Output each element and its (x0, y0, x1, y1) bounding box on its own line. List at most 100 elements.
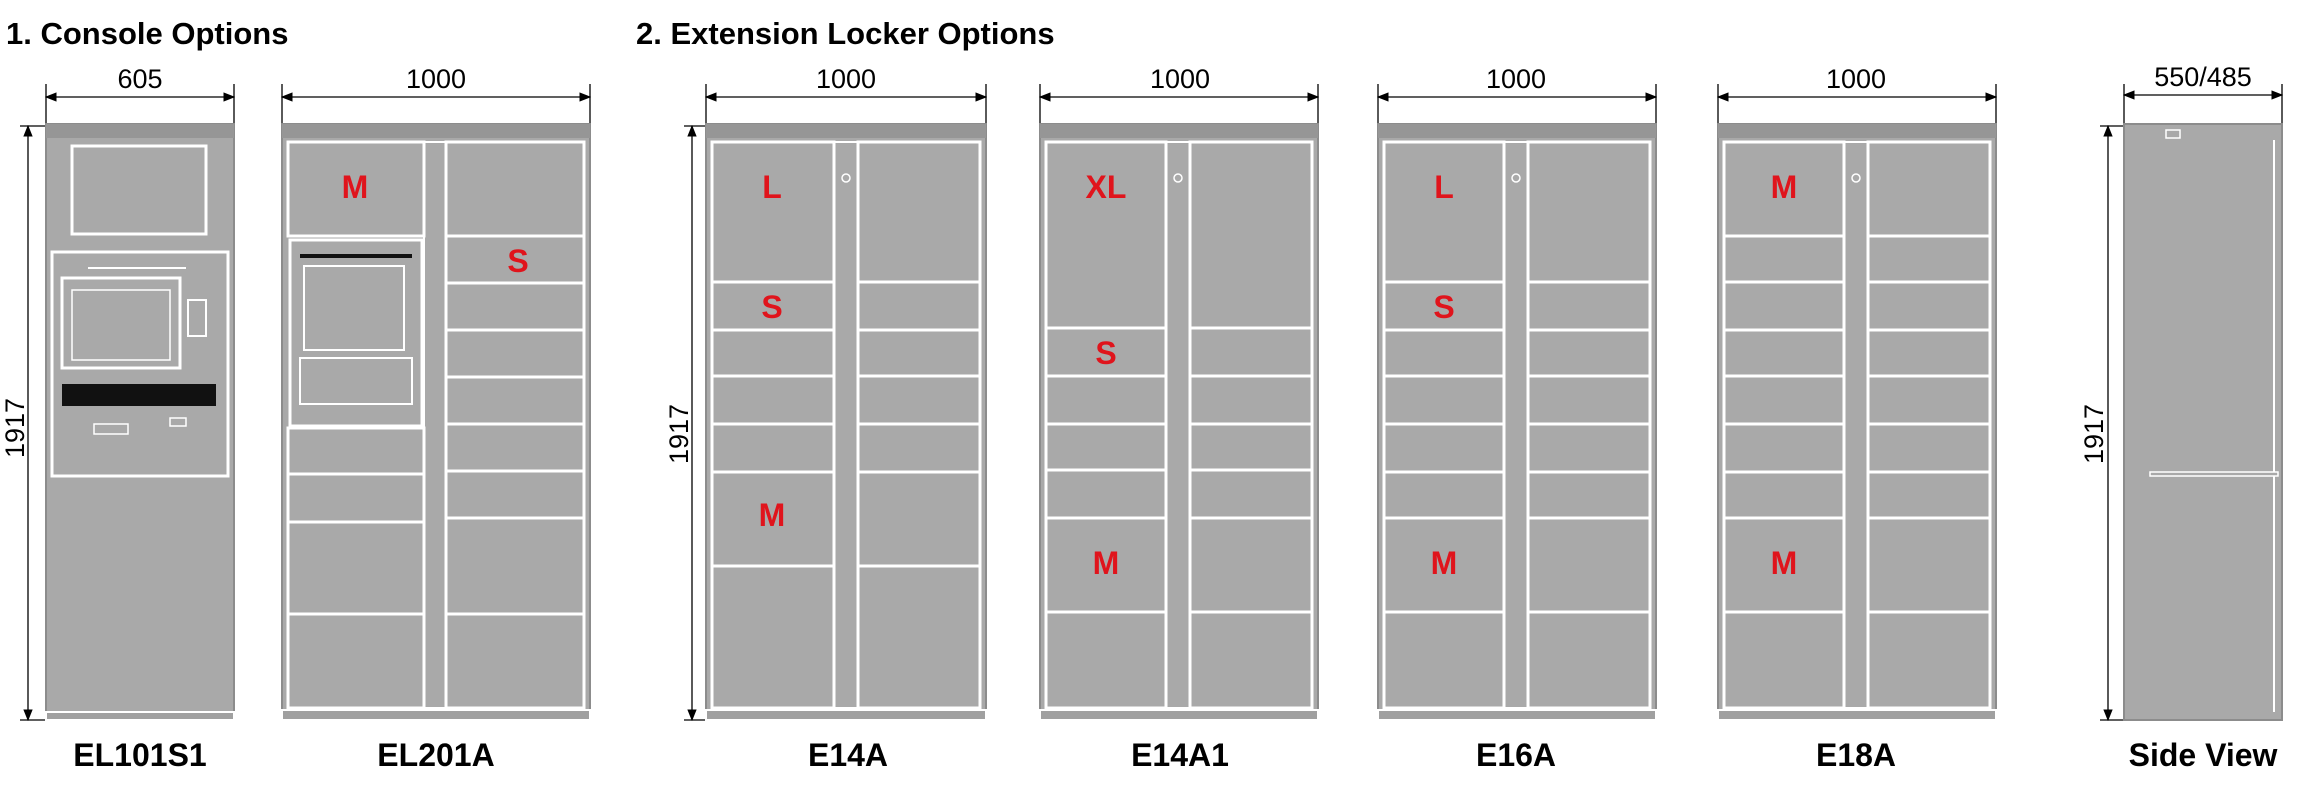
locker-door (286, 472, 426, 524)
locker-door (1188, 516, 1314, 614)
locker-door (1526, 516, 1652, 614)
size-label-m: M (1771, 545, 1798, 581)
locker-door (1866, 422, 1992, 474)
card-reader (187, 299, 207, 337)
locker-door (1382, 328, 1506, 378)
center-post (1843, 141, 1869, 709)
locker-door (1188, 140, 1314, 330)
model-label: E14A (808, 737, 888, 773)
console-options-title: 1. Console Options (6, 16, 288, 51)
size-label-s: S (761, 289, 782, 325)
size-label-m: M (759, 497, 786, 533)
unit-el201a: 1000 M S EL201A (280, 64, 592, 773)
cabinet-base (1039, 709, 1319, 721)
locker-door (1866, 140, 1992, 238)
locker-door (1866, 516, 1992, 614)
model-label: Side View (2129, 737, 2278, 773)
locker-door (856, 422, 982, 474)
height-label: 1917 (2079, 404, 2109, 464)
locker-door (1722, 422, 1846, 474)
locker-door (444, 281, 586, 332)
locker-door-m (1722, 516, 1846, 614)
size-label-m: M (1771, 169, 1798, 205)
locker-door-m (1382, 516, 1506, 614)
cabinet-base (1717, 709, 1997, 721)
receipt-slot (93, 423, 129, 435)
locker-door (1188, 468, 1314, 520)
size-label-l: L (1434, 169, 1454, 205)
size-label-s: S (1095, 335, 1116, 371)
unit-e14a: 1000 1917 L S M E14A (664, 64, 988, 773)
lock-icon (841, 173, 851, 183)
locker-door (710, 422, 836, 474)
size-label-l: L (762, 169, 782, 205)
locker-door-l (1382, 140, 1506, 284)
locker-door (1526, 328, 1652, 378)
locker-door (1382, 374, 1506, 426)
locker-door (1866, 280, 1992, 332)
model-label: EL201A (377, 737, 494, 773)
payment-panel (299, 357, 413, 405)
locker-door (444, 469, 586, 520)
console-module (50, 250, 230, 478)
locker-door-m (1044, 516, 1168, 614)
locker-door (1866, 470, 1992, 520)
size-label-m: M (1093, 545, 1120, 581)
size-label-s: S (1433, 289, 1454, 325)
top-display-panel (70, 144, 208, 236)
locker-door (1188, 610, 1314, 710)
locker-door (1722, 470, 1846, 520)
locker-door (1722, 374, 1846, 426)
unit-e16a: 1000 L S M E16A (1376, 64, 1658, 773)
width-label: 1000 (816, 64, 876, 94)
height-label: 1917 (0, 398, 30, 458)
console-module (288, 238, 424, 428)
locker-door (1044, 374, 1168, 426)
lock-icon (1173, 173, 1183, 183)
size-label-m: M (1431, 545, 1458, 581)
locker-door (1722, 280, 1846, 332)
locker-door-m (710, 470, 836, 568)
width-label: 1000 (1486, 64, 1546, 94)
locker-door (1526, 374, 1652, 426)
unit-side-view: 550/485 1917 Side View (2079, 62, 2284, 773)
unit-e18a: 1000 M M E18A (1716, 64, 1998, 773)
locker-door (1526, 280, 1652, 332)
lock-icon (1511, 173, 1521, 183)
locker-door (1526, 470, 1652, 520)
locker-door (444, 612, 586, 710)
width-label: 1000 (1150, 64, 1210, 94)
locker-door-m (286, 140, 426, 238)
locker-door (1722, 234, 1846, 284)
locker-door (1188, 422, 1314, 472)
locker-door (1722, 610, 1846, 710)
model-label: E18A (1816, 737, 1896, 773)
locker-door (856, 374, 982, 426)
locker-door (1382, 422, 1506, 474)
locker-door (710, 328, 836, 378)
locker-door-s (444, 234, 586, 285)
locker-door (1188, 374, 1314, 426)
side-rail (2149, 471, 2279, 477)
locker-door (1722, 328, 1846, 378)
locker-door (1526, 140, 1652, 284)
model-label: EL101S1 (73, 737, 206, 773)
locker-door (1044, 610, 1168, 710)
locker-door (710, 564, 836, 710)
model-label: E16A (1476, 737, 1556, 773)
center-post (833, 141, 859, 709)
locker-door (286, 520, 426, 616)
locker-door (286, 612, 426, 710)
width-label: 605 (117, 64, 162, 94)
model-label: E14A1 (1131, 737, 1229, 773)
locker-door (710, 374, 836, 426)
locker-door (444, 422, 586, 473)
cabinet-base (281, 709, 591, 721)
extension-locker-options-title: 2. Extension Locker Options (636, 16, 1055, 51)
locker-door (1866, 374, 1992, 426)
cabinet-top-cap (1718, 124, 1996, 138)
locker-door (1526, 610, 1652, 710)
locker-door (856, 564, 982, 710)
cabinet-top-cap (1378, 124, 1656, 138)
